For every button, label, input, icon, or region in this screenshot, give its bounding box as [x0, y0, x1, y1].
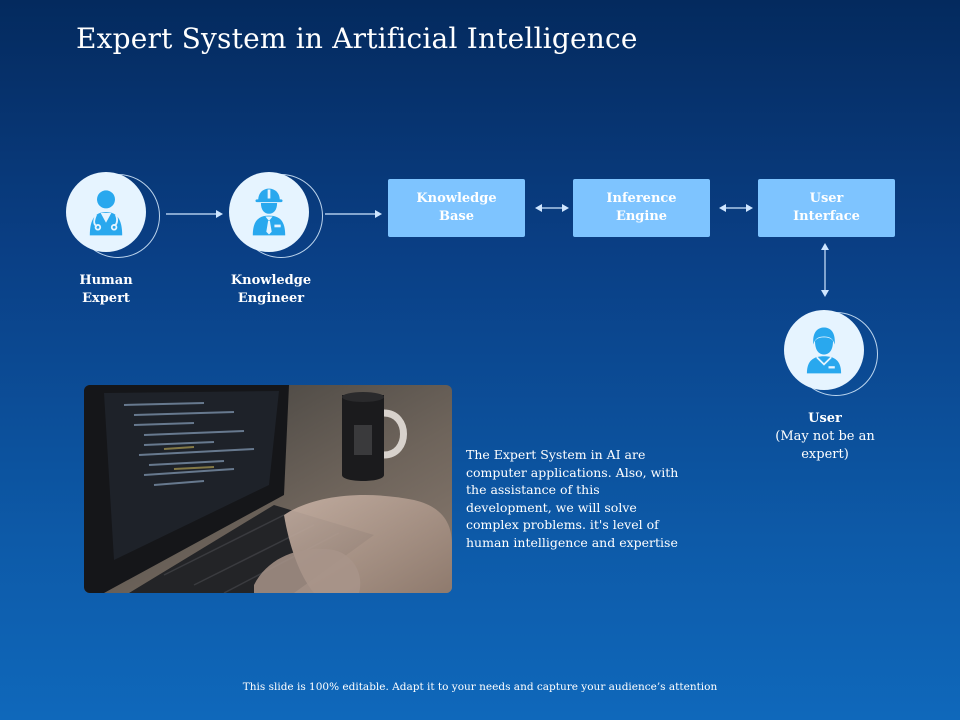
slide-title: Expert System in Artificial Intelligence	[76, 22, 638, 55]
arrow-right	[325, 210, 382, 218]
doctor-icon	[89, 190, 123, 236]
knowledge-engineer-label: Knowledge Engineer	[201, 272, 341, 308]
label-line: User	[808, 411, 842, 426]
user-node	[784, 310, 880, 396]
laptop-illustration	[84, 385, 452, 593]
box-line: User	[809, 191, 844, 206]
node-disc	[66, 172, 146, 252]
arrow-right	[166, 210, 223, 218]
label-line: Knowledge	[230, 273, 312, 288]
knowledge-engineer-node	[229, 172, 325, 258]
box-line: Engine	[615, 209, 668, 224]
laptop-photo	[84, 385, 452, 593]
footer-note: This slide is 100% editable. Adapt it to…	[242, 681, 718, 693]
description-text: The Expert System in AI are computer app…	[466, 447, 679, 550]
box-line: Base	[438, 209, 474, 224]
double-arrow	[535, 204, 569, 212]
label-subline: (May not be an expert)	[775, 429, 875, 462]
label-line: Expert	[82, 291, 130, 306]
box-line: Inference	[606, 191, 677, 206]
user-label: User (May not be an expert)	[755, 410, 895, 464]
node-disc	[784, 310, 864, 390]
box-line: Interface	[793, 209, 860, 224]
human-expert-node	[66, 172, 162, 258]
box-line: Knowledge	[416, 191, 497, 206]
user-interface-box: User Interface	[758, 179, 895, 237]
vertical-double-arrow	[821, 243, 829, 297]
label-line: Engineer	[237, 291, 305, 306]
engineer-icon	[252, 188, 286, 236]
node-disc	[229, 172, 309, 252]
knowledge-base-box: Knowledge Base	[388, 179, 525, 237]
inference-engine-box: Inference Engine	[573, 179, 710, 237]
human-expert-label: Human Expert	[36, 272, 176, 308]
double-arrow	[719, 204, 753, 212]
user-icon	[806, 327, 842, 374]
label-line: Human	[79, 273, 133, 288]
